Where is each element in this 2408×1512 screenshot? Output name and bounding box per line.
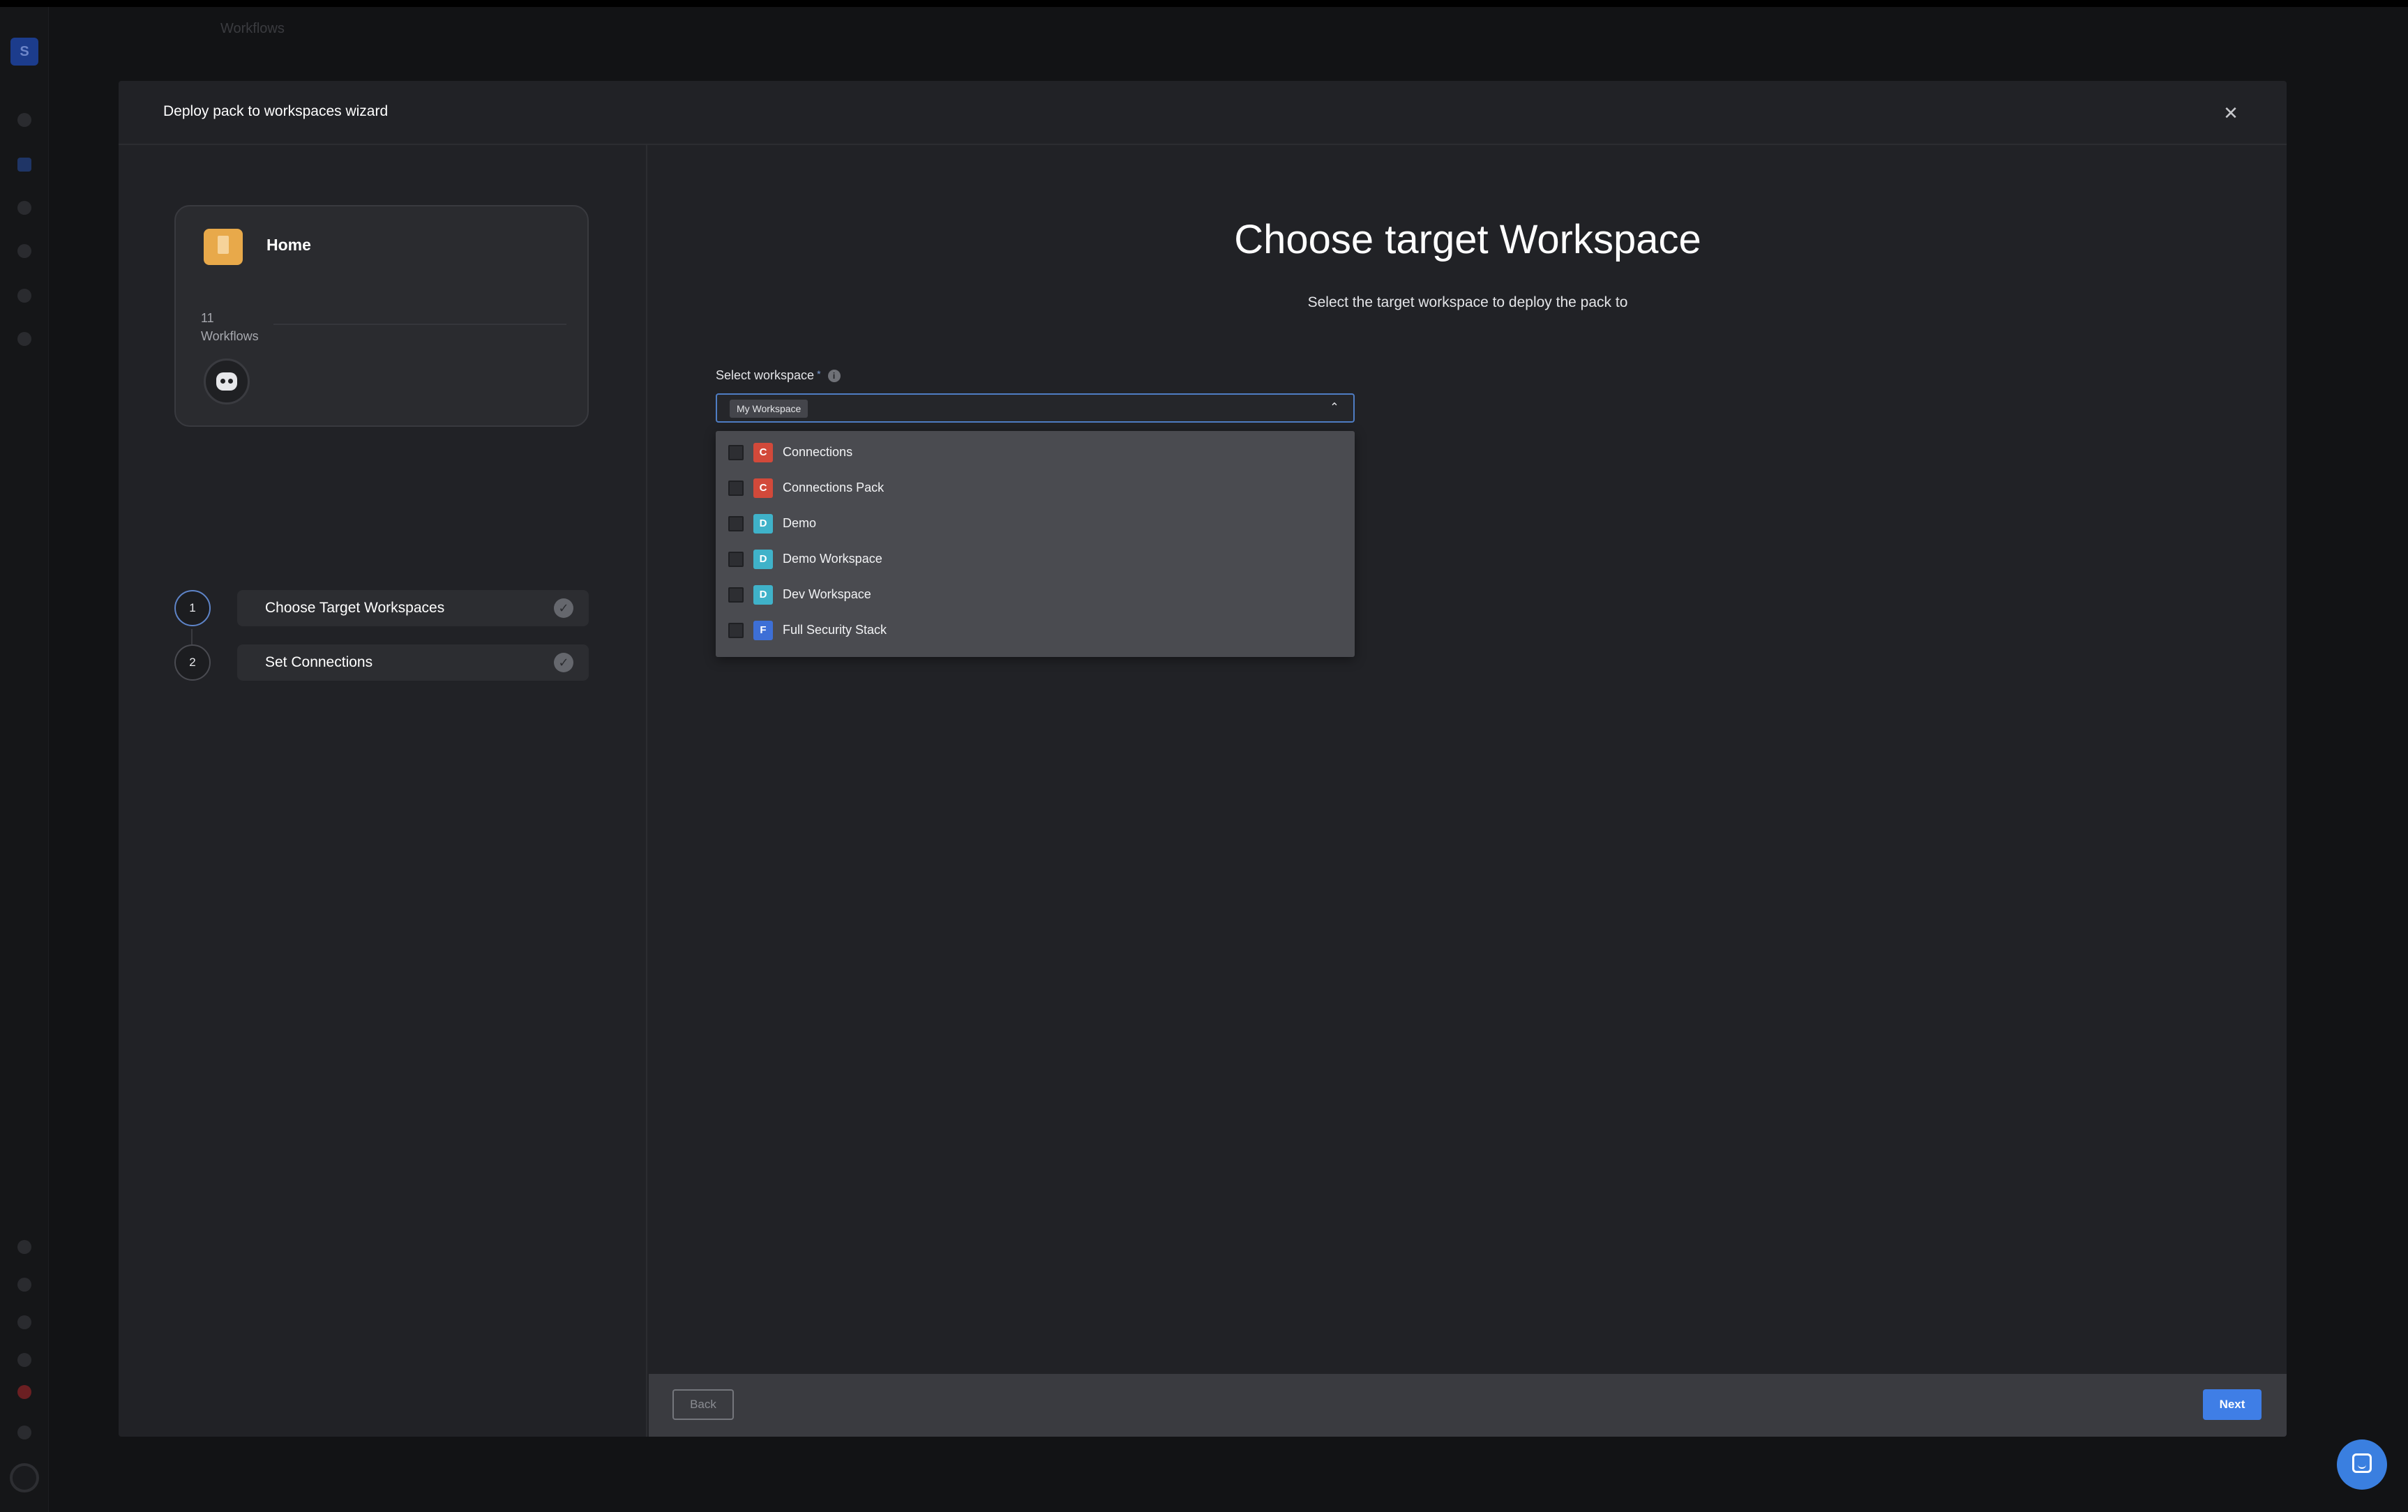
lock-nav-icon[interactable]: [17, 1315, 31, 1329]
option-label: Dev Workspace: [783, 587, 871, 601]
workflows-nav-icon[interactable]: [17, 158, 31, 172]
step-label: Set Connections: [265, 654, 373, 670]
workspace-letter-icon: D: [753, 550, 773, 569]
wizard-step-2[interactable]: 2 Set Connections ✓: [174, 644, 589, 683]
pack-workflow-count: 11: [201, 311, 214, 325]
bot-icon: [216, 372, 237, 391]
workspace-letter-icon: C: [753, 443, 773, 462]
home-nav-icon[interactable]: [17, 113, 31, 127]
users-nav-icon[interactable]: [17, 1278, 31, 1292]
pack-card: Home 11 Workflows: [174, 205, 589, 427]
modal-header: Deploy pack to workspaces wizard ✕: [119, 81, 2287, 145]
selected-workspace-chip[interactable]: My Workspace: [730, 400, 808, 418]
user-avatar[interactable]: [10, 1463, 39, 1492]
workspace-dropdown: C Connections C Connections Pack D Demo …: [716, 431, 1355, 657]
workspace-select[interactable]: My Workspace ⌃: [716, 393, 1355, 423]
next-button[interactable]: Next: [2203, 1389, 2262, 1420]
book-icon: [204, 229, 243, 265]
option-label: Full Security Stack: [783, 623, 887, 637]
workspace-field-label: Select workspace* i: [716, 368, 841, 383]
option-checkbox[interactable]: [728, 623, 744, 638]
workspace-field-label-text: Select workspace: [716, 368, 815, 382]
option-label: Connections Pack: [783, 481, 885, 494]
step-number: 1: [174, 590, 211, 626]
option-checkbox[interactable]: [728, 445, 744, 460]
cases-nav-icon[interactable]: [17, 201, 31, 215]
workspace-option[interactable]: F Full Security Stack: [716, 612, 1355, 647]
modal-title: Deploy pack to workspaces wizard: [163, 103, 389, 119]
workspace-option[interactable]: C Connections Pack: [716, 469, 1355, 505]
workspace-letter-icon: D: [753, 514, 773, 534]
option-checkbox[interactable]: [728, 552, 744, 567]
app-sidebar: S: [0, 7, 49, 1512]
content-subtitle: Select the target workspace to deploy th…: [1307, 294, 1628, 310]
workspace-letter-icon: F: [753, 621, 773, 640]
workspace-letter-icon: D: [753, 585, 773, 605]
content-title: Choose target Workspace: [1234, 217, 1701, 262]
app-logo: S: [10, 38, 38, 66]
docs-nav-icon[interactable]: [17, 1353, 31, 1367]
deploy-wizard-modal: Deploy pack to workspaces wizard ✕ Home …: [119, 81, 2287, 1437]
info-icon[interactable]: i: [827, 370, 841, 383]
pack-divider: [273, 324, 566, 325]
option-checkbox[interactable]: [728, 481, 744, 496]
workspace-option[interactable]: D Demo Workspace: [716, 540, 1355, 576]
option-label: Demo Workspace: [783, 552, 882, 566]
help-nav-icon[interactable]: [17, 1426, 31, 1439]
check-icon: ✓: [554, 653, 573, 672]
top-bar: [0, 0, 2408, 7]
chat-icon: [2352, 1453, 2372, 1473]
page-title: Workflows: [220, 21, 285, 36]
workspace-option[interactable]: D Dev Workspace: [716, 576, 1355, 612]
close-icon[interactable]: ✕: [2223, 103, 2238, 123]
option-label: Connections: [783, 445, 853, 459]
workspace-option[interactable]: D Demo: [716, 505, 1355, 540]
option-label: Demo: [783, 516, 817, 530]
wizard-sidebar: Home 11 Workflows 1 Choose Target Worksp…: [119, 145, 647, 1437]
option-checkbox[interactable]: [728, 587, 744, 603]
step-connector: [191, 629, 193, 644]
step-label: Choose Target Workspaces: [265, 600, 445, 616]
notification-nav-icon[interactable]: [17, 1385, 31, 1399]
workspace-option[interactable]: C Connections: [716, 434, 1355, 469]
reports-nav-icon[interactable]: [17, 244, 31, 258]
back-button[interactable]: Back: [672, 1389, 734, 1420]
pack-name: Home: [266, 236, 311, 254]
option-checkbox[interactable]: [728, 516, 744, 531]
wizard-step-1[interactable]: 1 Choose Target Workspaces ✓: [174, 590, 589, 629]
wizard-footer: Back Next: [649, 1374, 2287, 1437]
connections-nav-icon[interactable]: [17, 289, 31, 303]
workspace-letter-icon: C: [753, 478, 773, 498]
globe-nav-icon[interactable]: [17, 1240, 31, 1254]
check-icon: ✓: [554, 598, 573, 618]
wizard-content: Choose target Workspace Select the targe…: [649, 145, 2287, 1437]
chevron-up-icon[interactable]: ⌃: [1330, 402, 1339, 414]
step-label-box[interactable]: Set Connections ✓: [237, 644, 589, 681]
step-label-box[interactable]: Choose Target Workspaces ✓: [237, 590, 589, 626]
step-number: 2: [174, 644, 211, 681]
required-mark: *: [817, 368, 821, 379]
settings-nav-icon[interactable]: [17, 332, 31, 346]
pack-badge-icon: [204, 358, 250, 405]
chat-support-button[interactable]: [2337, 1439, 2387, 1490]
pack-workflow-count-label: Workflows: [201, 329, 259, 343]
